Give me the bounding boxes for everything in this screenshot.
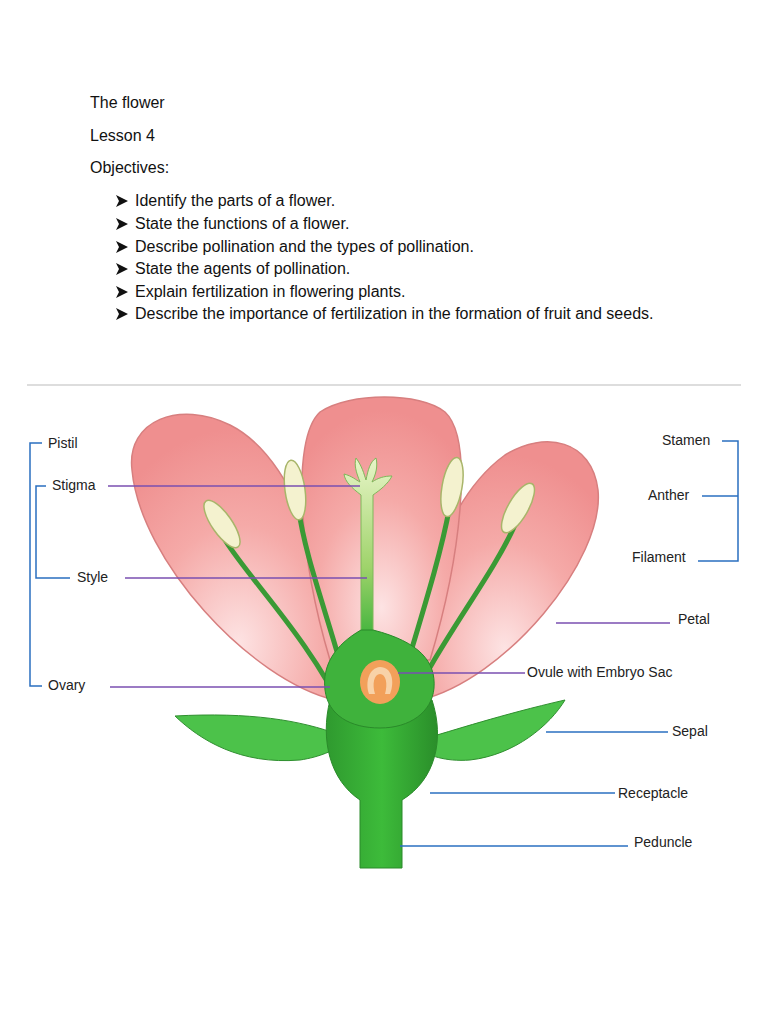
part-label: Ovule with Embryo Sac bbox=[527, 663, 673, 681]
objective-item: Describe pollination and the types of po… bbox=[135, 236, 675, 259]
page-title: The flower bbox=[90, 92, 490, 115]
part-label: Stamen bbox=[662, 431, 710, 449]
part-label: Pistil bbox=[48, 434, 78, 452]
leader-lines bbox=[108, 486, 670, 687]
brackets bbox=[30, 441, 738, 686]
objective-item: Identify the parts of a flower. bbox=[135, 190, 675, 213]
objective-item: Explain fertilization in flowering plant… bbox=[135, 281, 675, 304]
part-label: Stigma bbox=[52, 476, 96, 494]
objectives-heading: Objectives: bbox=[90, 157, 490, 180]
style-stigma bbox=[344, 458, 392, 640]
part-label: Sepal bbox=[672, 722, 708, 740]
ovule-shape bbox=[360, 660, 400, 704]
lesson-number: Lesson 4 bbox=[90, 125, 490, 148]
ovary-shape bbox=[325, 630, 435, 728]
part-label: Peduncle bbox=[634, 833, 692, 851]
part-label: Ovary bbox=[48, 676, 85, 694]
part-label: Anther bbox=[648, 486, 689, 504]
objective-item: State the functions of a flower. bbox=[135, 213, 675, 236]
part-label: Receptacle bbox=[618, 784, 688, 802]
objective-item: State the agents of pollination. bbox=[135, 258, 675, 281]
part-label: Filament bbox=[632, 548, 686, 566]
bullet-arrows bbox=[116, 195, 128, 320]
separator-line bbox=[27, 385, 741, 386]
embryo-sac bbox=[367, 667, 392, 694]
objective-item: Describe the importance of fertilization… bbox=[135, 303, 675, 326]
part-label: Style bbox=[77, 568, 108, 586]
part-label: Petal bbox=[678, 610, 710, 628]
